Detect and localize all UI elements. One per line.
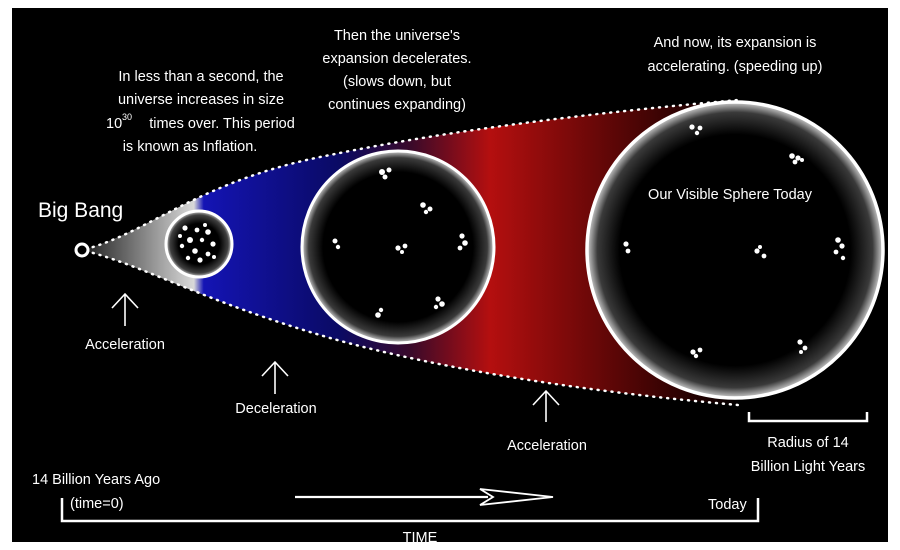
time-arrow	[295, 488, 554, 506]
accelerating-line-1: And now, its expansion is	[654, 35, 817, 51]
cone-edge-top	[84, 98, 740, 251]
decelerates-line-4: continues expanding)	[328, 97, 466, 113]
timeline-axis-label: TIME	[403, 530, 438, 546]
radius-line-1: Radius of 14	[767, 435, 848, 451]
big-bang-point	[74, 242, 90, 258]
phase-label-deceleration: Deceleration	[235, 401, 316, 417]
timeline-start-line-2: (time=0)	[70, 496, 124, 512]
inflation-power-exponent: 30	[122, 112, 132, 122]
deceleration-annotation: Then the universe's expansion decelerate…	[322, 28, 471, 113]
phase-label-acceleration-1: Acceleration	[85, 337, 165, 353]
inflation-power-base: 10	[106, 116, 122, 132]
decelerates-line-1: Then the universe's	[334, 28, 460, 44]
visible-sphere-today	[585, 100, 885, 400]
deceleration-sphere	[300, 149, 496, 345]
acceleration-arrow-2	[532, 389, 560, 422]
timeline-end-label: Today	[708, 497, 747, 513]
accelerating-line-2: accelerating. (speeding up)	[648, 59, 823, 75]
radius-line-2: Billion Light Years	[751, 459, 865, 475]
inflation-line-2: universe increases in size	[118, 92, 284, 108]
inflation-line-4: is known as Inflation.	[123, 139, 258, 155]
inflation-line-1: In less than a second, the	[118, 69, 283, 85]
timeline-start-label: 14 Billion Years Ago (time=0)	[32, 472, 160, 512]
accelerating-annotation: And now, its expansion is accelerating. …	[648, 35, 823, 75]
radius-label: Radius of 14 Billion Light Years	[751, 435, 865, 475]
big-bang-title: Big Bang	[38, 199, 123, 222]
acceleration-arrow-1	[111, 292, 139, 326]
inflation-line-3: times over. This period	[149, 116, 295, 132]
timeline-bracket	[60, 498, 760, 523]
decelerates-line-2: expansion decelerates.	[322, 51, 471, 67]
visible-sphere-label: Our Visible Sphere Today	[648, 187, 813, 203]
cone-edge-bottom	[84, 249, 740, 407]
inflation-annotation: In less than a second, the universe incr…	[118, 69, 295, 155]
deceleration-arrow	[261, 360, 289, 394]
timeline-start-line-1: 14 Billion Years Ago	[32, 472, 160, 488]
decelerates-line-3: (slows down, but	[343, 74, 451, 90]
phase-label-acceleration-2: Acceleration	[507, 438, 587, 454]
radius-bracket	[747, 412, 869, 423]
inflation-sphere	[164, 209, 234, 279]
